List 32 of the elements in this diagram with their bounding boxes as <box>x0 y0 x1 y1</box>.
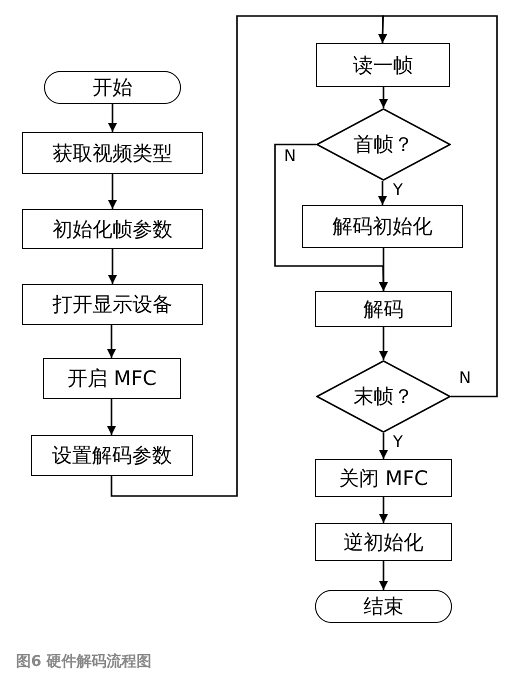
process-box: 获取视频类型 <box>22 132 203 174</box>
edge-label: N <box>283 148 297 164</box>
arrow <box>108 174 117 209</box>
process-box: 读一帧 <box>316 43 450 87</box>
arrow <box>379 561 388 590</box>
process-box: 设置解码参数 <box>31 435 193 476</box>
arrow <box>379 87 388 108</box>
process-box: 解码 <box>315 291 452 327</box>
arrow <box>378 15 498 398</box>
process-box: 逆初始化 <box>315 523 452 561</box>
terminal-shape: 开始 <box>44 71 181 104</box>
process-box: 关闭 MFC <box>315 459 452 497</box>
figure-caption: 图6 硬件解码流程图 <box>16 651 152 672</box>
process-box: 解码初始化 <box>302 205 463 248</box>
process-box: 开启 MFC <box>43 358 181 399</box>
terminal-shape: 结束 <box>315 590 452 623</box>
arrow <box>107 399 116 435</box>
decision-diamond: 末帧？ <box>316 360 451 433</box>
arrow <box>379 433 388 459</box>
decision-diamond: 首帧？ <box>316 108 451 181</box>
arrow <box>379 248 388 291</box>
arrow <box>108 249 117 284</box>
process-box: 打开显示设备 <box>22 284 203 325</box>
edge-label: N <box>458 370 472 386</box>
edge-label: Y <box>392 434 404 450</box>
arrow <box>379 327 388 360</box>
edge-label: Y <box>392 182 404 198</box>
arrow <box>378 181 387 205</box>
arrow <box>108 104 117 132</box>
arrow <box>107 325 116 358</box>
arrow <box>379 497 388 523</box>
process-box: 初始化帧参数 <box>22 209 203 249</box>
